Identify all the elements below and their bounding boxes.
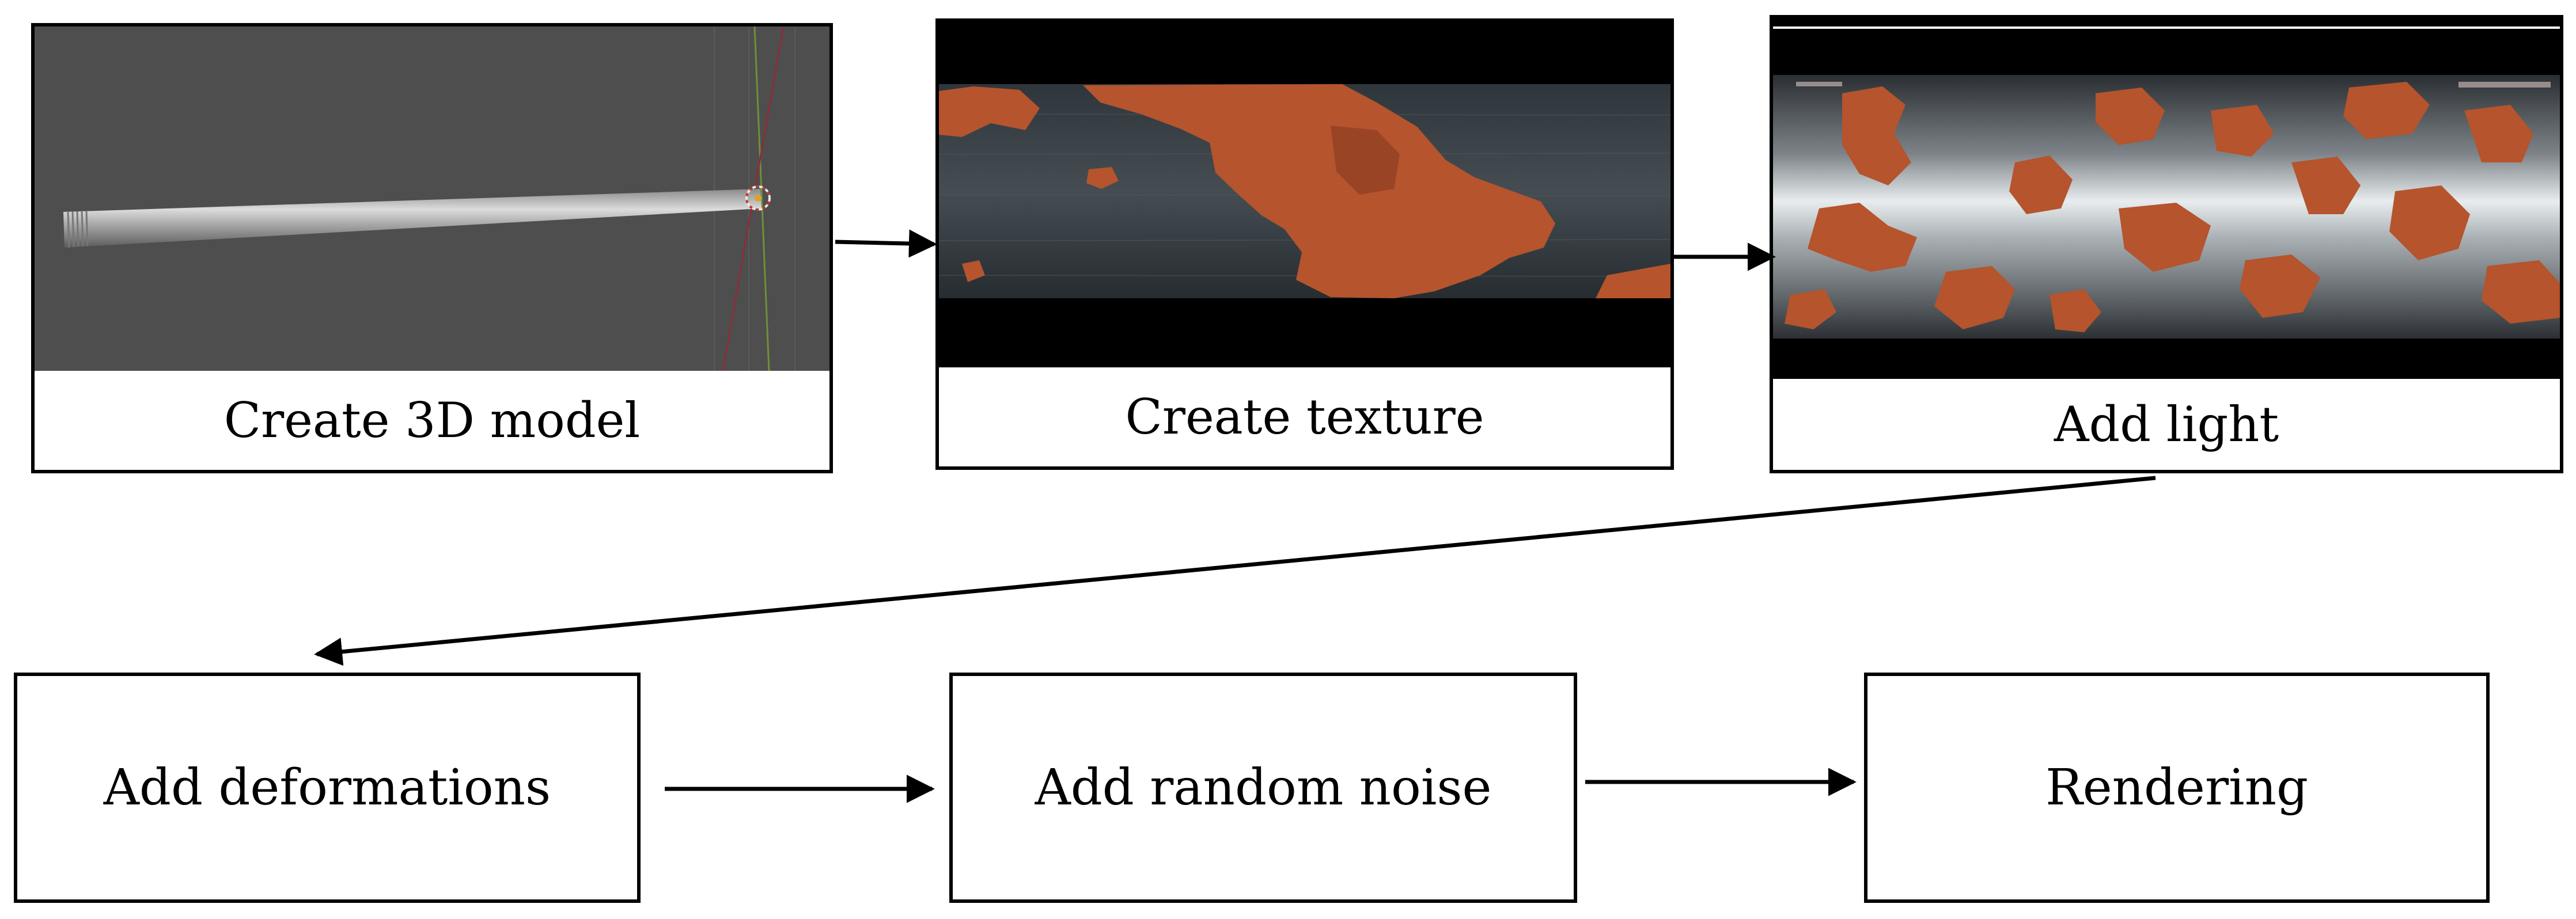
- texture-svg: [939, 22, 1670, 367]
- step-box-add-deformations: Add deformations: [14, 673, 641, 903]
- step-label: Create texture: [1125, 389, 1484, 445]
- step-panel-add-light: Add light: [1770, 15, 2563, 473]
- step-box-add-random-noise: Add random noise: [949, 673, 1577, 903]
- lit-render-image: [1773, 18, 2560, 379]
- arrow-light-to-deformations: [314, 476, 2156, 666]
- arrow-model-to-texture: [835, 229, 937, 258]
- lit-svg: [1773, 18, 2560, 379]
- step-panel-create-texture: Create texture: [935, 18, 1674, 470]
- step-label: Add light: [2054, 396, 2279, 453]
- step-panel-create-3d-model: Create 3D model: [31, 23, 833, 473]
- texture-render-image: [939, 22, 1670, 367]
- model-render-image: [35, 26, 829, 371]
- step-label: Create 3D model: [223, 392, 641, 449]
- step-box-rendering: Rendering: [1864, 673, 2490, 903]
- viewport-svg: [35, 26, 829, 371]
